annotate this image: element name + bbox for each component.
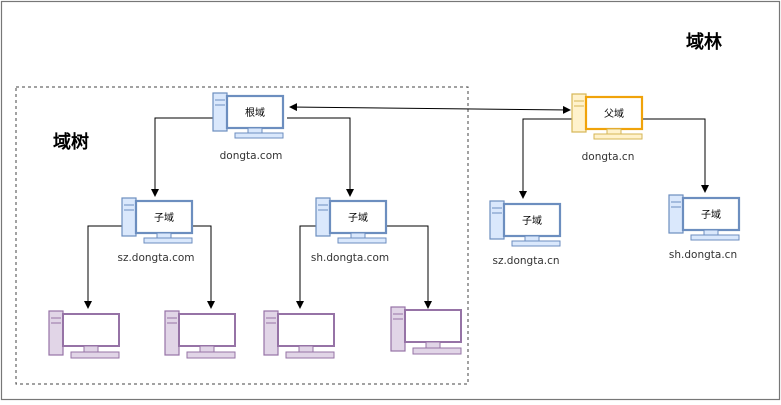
edge-sh-com-to-client-3 bbox=[296, 225, 320, 309]
computer-icon bbox=[571, 93, 644, 140]
node-screen-label: 子域 bbox=[154, 211, 174, 224]
computer-icon bbox=[164, 310, 236, 359]
node-child-sz-cn: 子域 sz.dongta.cn bbox=[489, 200, 562, 267]
node-screen-label: 子域 bbox=[701, 208, 721, 221]
computer-icon bbox=[212, 92, 285, 139]
computer-icon bbox=[489, 200, 562, 247]
node-domain-label: dongta.cn bbox=[582, 151, 635, 163]
computer-icon bbox=[315, 197, 388, 244]
computer-icon bbox=[121, 197, 194, 244]
node-screen-label: 根域 bbox=[245, 106, 265, 119]
edge-root-to-sh-com bbox=[287, 117, 354, 197]
computer-icon bbox=[668, 194, 741, 241]
edge-sh-com-to-client-4 bbox=[385, 225, 432, 309]
node-client-2 bbox=[164, 310, 236, 359]
node-domain-label: dongta.com bbox=[220, 150, 283, 162]
node-client-1 bbox=[48, 310, 120, 359]
computer-icon bbox=[390, 306, 462, 355]
edge-parent-to-sz-cn bbox=[519, 118, 575, 199]
computer-icon bbox=[263, 310, 335, 359]
forest-label: 域林 bbox=[686, 31, 722, 53]
node-child-sz-com: 子域 sz.dongta.com bbox=[117, 197, 195, 264]
edge-root-to-sz-com bbox=[151, 117, 220, 197]
node-screen-label: 父域 bbox=[604, 107, 624, 120]
tree-boundary bbox=[15, 86, 469, 385]
edge-parent-to-sh-cn bbox=[642, 118, 709, 193]
edge-sz-com-to-client-1 bbox=[84, 225, 124, 309]
node-parent-cn: 父域 dongta.cn bbox=[571, 93, 644, 163]
node-child-sh-cn: 子域 sh.dongta.cn bbox=[668, 194, 741, 261]
edge-root-to-parent-cn bbox=[289, 103, 571, 114]
connectors bbox=[84, 103, 709, 309]
tree-label: 域树 bbox=[53, 131, 89, 153]
node-client-4 bbox=[390, 306, 462, 355]
node-domain-label: sz.dongta.cn bbox=[492, 255, 559, 267]
node-domain-label: sz.dongta.com bbox=[117, 252, 194, 264]
node-screen-label: 子域 bbox=[522, 214, 542, 227]
node-domain-label: sh.dongta.com bbox=[311, 252, 389, 264]
node-root: 根域 dongta.com bbox=[212, 92, 285, 162]
node-screen-label: 子域 bbox=[348, 211, 368, 224]
computer-icon bbox=[48, 310, 120, 359]
node-domain-label: sh.dongta.cn bbox=[669, 249, 737, 261]
edge-sz-com-to-client-2 bbox=[190, 225, 215, 309]
node-client-3 bbox=[263, 310, 335, 359]
node-child-sh-com: 子域 sh.dongta.com bbox=[311, 197, 389, 264]
